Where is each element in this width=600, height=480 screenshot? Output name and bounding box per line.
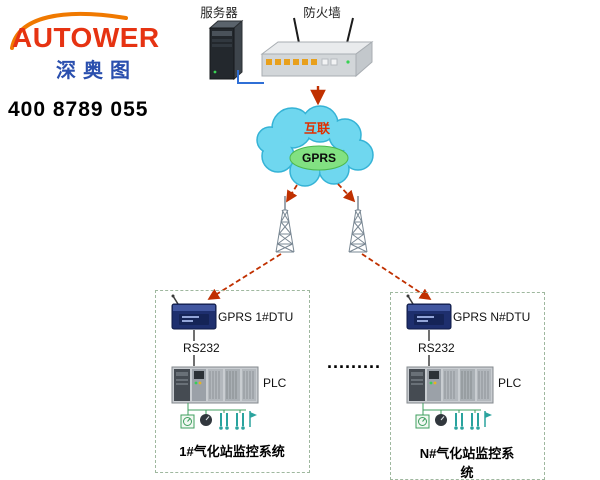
gprs-ellipse [289, 145, 349, 171]
ellipsis-separator: ......... [326, 352, 381, 372]
serial-label-2: RS232 [415, 341, 458, 355]
lan-connector-line [237, 70, 264, 84]
dtu-label-2: GPRS N#DTU [453, 310, 531, 324]
server-label: 服务器 [200, 6, 238, 20]
logo-chinese-text: 深奥图 [56, 60, 137, 82]
logo-brand-text: AUTOWER [12, 22, 160, 53]
wireless-link-right-arrow [337, 183, 356, 203]
gprs-label: GPRS [302, 151, 336, 165]
station-title-2-text: N#气化站监控系统 [419, 446, 515, 480]
wireless-link-left-arrow [286, 184, 298, 203]
antenna-tower-right-icon [348, 195, 368, 253]
firewall-router-icon [260, 17, 374, 78]
antenna-tower-left-icon [275, 195, 295, 253]
station-title-1-text: 1#气化站监控系统 [179, 444, 285, 459]
serial-label-1: RS232 [180, 341, 223, 355]
plc-label-2: PLC [498, 376, 522, 390]
dtu-label-1: GPRS 1#DTU [218, 310, 294, 324]
internet-cloud-icon: 互联 GPRS [256, 105, 374, 187]
station-title-1: 1#气化站监控系统 [157, 441, 307, 460]
server-icon [208, 19, 244, 81]
station-title-2: N#气化站监控系统 [392, 443, 542, 480]
plc-label-1: PLC [263, 376, 287, 390]
firewall-label: 防火墙 [303, 6, 341, 20]
autower-logo: AUTOWER 深奥图 [6, 8, 176, 82]
contact-phone: 400 8789 055 [8, 98, 149, 121]
cloud-label: 互联 [304, 121, 330, 136]
